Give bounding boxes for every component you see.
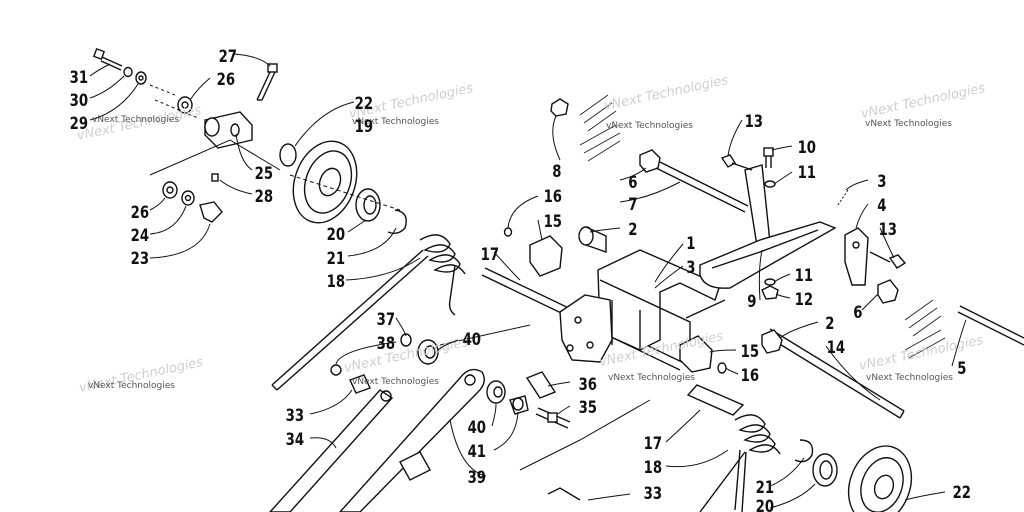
callout-17: 17 (481, 244, 499, 264)
callout-40: 40 (463, 329, 481, 349)
callout-14: 14 (827, 337, 845, 357)
callout-4: 4 (877, 195, 886, 215)
rear-arm-assembly (481, 226, 745, 429)
callout-38: 38 (377, 333, 395, 353)
callout-41: 41 (468, 441, 486, 461)
callout-22: 22 (953, 482, 971, 502)
callout-15: 15 (544, 211, 562, 231)
svg-text:vNext Technologies: vNext Technologies (603, 73, 730, 114)
callout-6: 6 (628, 172, 637, 192)
idler-wheel-upper (279, 140, 407, 235)
callout-16: 16 (741, 365, 759, 385)
callout-6: 6 (853, 302, 862, 322)
callout-5: 5 (957, 358, 966, 378)
callout-13: 13 (879, 219, 897, 239)
callout-23: 23 (131, 248, 149, 268)
callout-18: 18 (327, 271, 345, 291)
callout-2: 2 (825, 313, 834, 333)
torsion-spring-left (271, 234, 466, 391)
svg-text:vNext Technologies: vNext Technologies (860, 81, 987, 122)
callout-30: 30 (70, 90, 88, 110)
callout-13: 13 (745, 111, 763, 131)
callout-27: 27 (219, 46, 237, 66)
callout-36: 36 (579, 374, 597, 394)
callout-2: 2 (628, 219, 637, 239)
watermark-text: vNext Technologies (865, 119, 952, 129)
callout-19: 19 (355, 116, 373, 136)
callout-21: 21 (327, 248, 345, 268)
washer-part (123, 66, 133, 78)
watermark-text: vNext Technologies (606, 121, 693, 131)
watermark-text: vNext Technologies (352, 377, 439, 387)
watermark-text: vNext Technologies (88, 381, 175, 391)
idler-wheel-lower (812, 445, 913, 512)
callout-3: 3 (686, 257, 695, 277)
callout-20: 20 (756, 496, 774, 512)
cross-shaft-upper (550, 98, 1024, 419)
watermark-text: vNext Technologies (92, 115, 179, 125)
callout-7: 7 (628, 194, 637, 214)
callout-31: 31 (70, 67, 88, 87)
bolt-part (92, 47, 123, 71)
callout-33: 33 (286, 405, 304, 425)
callout-17: 17 (644, 433, 662, 453)
callout-1: 1 (686, 233, 695, 253)
callout-39: 39 (468, 467, 486, 487)
callout-25: 25 (255, 163, 273, 183)
callout-18: 18 (644, 457, 662, 477)
callout-35: 35 (579, 397, 597, 417)
bolt-part (256, 63, 278, 101)
shock-linkage (269, 324, 651, 512)
watermark-text: vNext Technologies (866, 373, 953, 383)
watermark-text: vNext Technologies (608, 373, 695, 383)
callout-28: 28 (255, 186, 273, 206)
callout-29: 29 (70, 113, 88, 133)
callout-40: 40 (468, 417, 486, 437)
leader-lines (89, 53, 967, 509)
callout-8: 8 (552, 161, 561, 181)
torsion-spring-right (699, 414, 814, 512)
callout-3: 3 (877, 171, 886, 191)
callout-33: 33 (644, 483, 662, 503)
callout-11: 11 (795, 265, 813, 285)
callout-12: 12 (795, 289, 813, 309)
hatched-reference-symbols (579, 94, 946, 359)
callout-15: 15 (741, 341, 759, 361)
snap-ring-part (387, 209, 407, 235)
callout-26: 26 (217, 69, 235, 89)
left-pivot-group (92, 47, 281, 223)
callout-22: 22 (355, 93, 373, 113)
pivot-block-part (204, 111, 253, 149)
callout-20: 20 (327, 224, 345, 244)
callout-16: 16 (544, 186, 562, 206)
callout-10: 10 (798, 137, 816, 157)
callout-9: 9 (747, 291, 756, 311)
callout-34: 34 (286, 429, 304, 449)
callout-37: 37 (377, 309, 395, 329)
washer-part (135, 71, 147, 85)
bushing-part (177, 96, 193, 114)
callout-11: 11 (798, 162, 816, 182)
callout-21: 21 (756, 477, 774, 497)
watermark-text: vNext Technologies (352, 117, 439, 127)
callout-numbers: 27 31 26 30 29 22 19 25 28 26 24 23 20 2… (70, 46, 971, 512)
cap-part (199, 201, 223, 223)
callout-24: 24 (131, 225, 149, 245)
callout-26: 26 (131, 202, 149, 222)
